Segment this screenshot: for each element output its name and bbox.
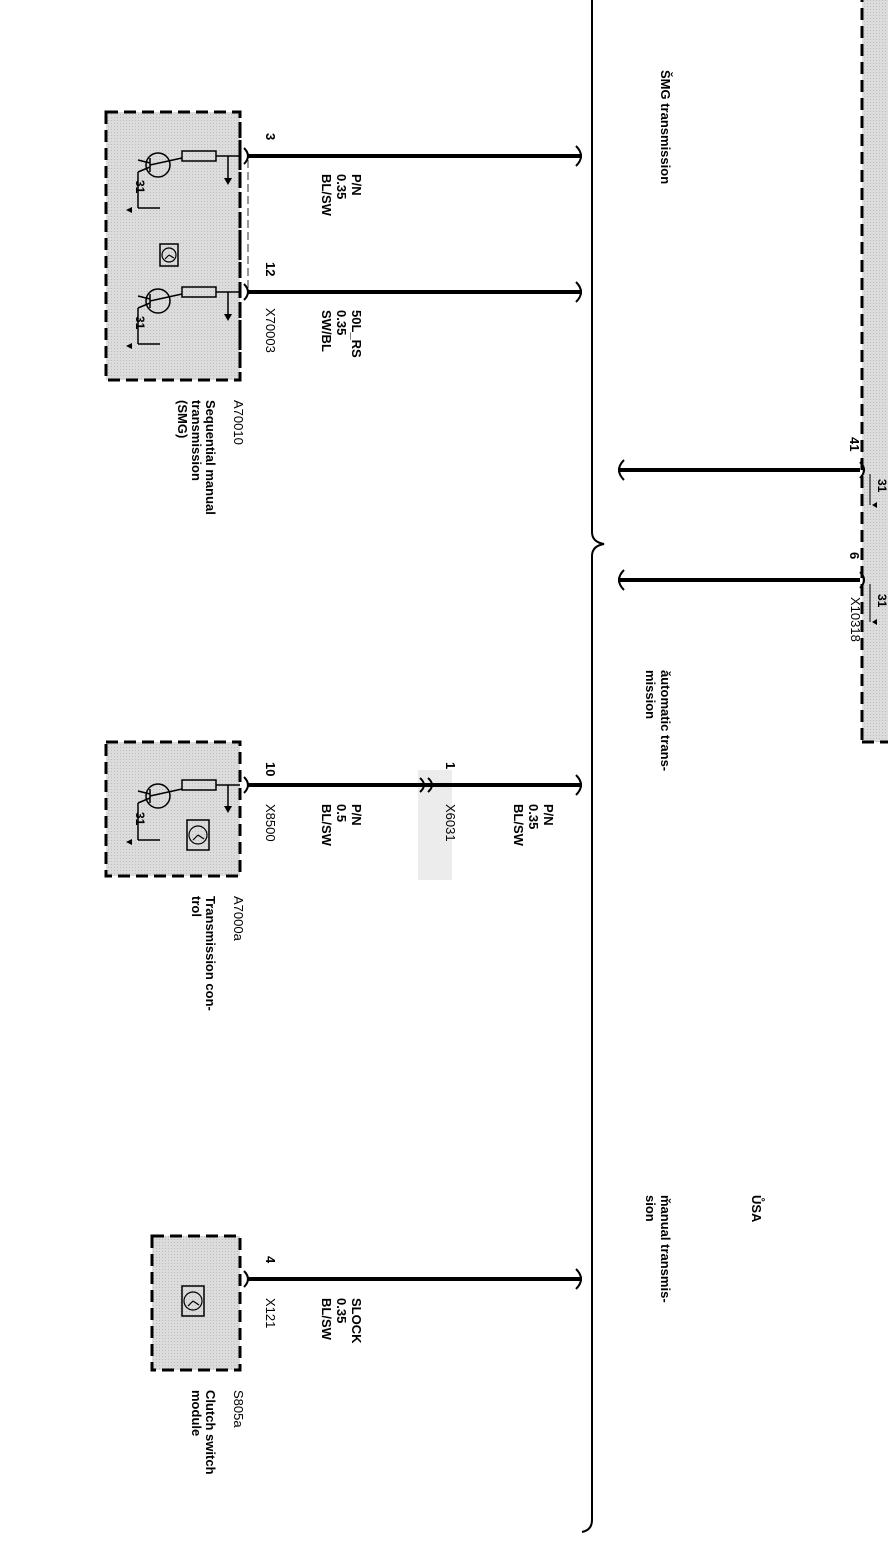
smg-transistor-2: 31 <box>126 286 240 349</box>
smg-transistor-1: 31 <box>126 150 240 213</box>
svg-text:mission: mission <box>643 670 658 719</box>
svg-text:31: 31 <box>133 812 147 826</box>
svg-text:0.35: 0.35 <box>334 1298 349 1323</box>
module-symbol-icon <box>181 1285 205 1317</box>
svg-text:31: 31 <box>875 479 888 493</box>
variant-smg-label: ŠMG transmission <box>658 70 673 184</box>
variant-bracket <box>581 0 605 1533</box>
smg-module-box <box>104 110 249 382</box>
smg-wire-pin-3: 3 P/N 0.35 BL/SW <box>243 133 582 217</box>
x10318-ground-6: 31 <box>869 584 888 625</box>
tcu-connector-label: X8500 <box>263 804 278 842</box>
module-symbol-icon <box>159 243 179 267</box>
tcu-transistor: 31 <box>126 779 240 845</box>
svg-text:0.35: 0.35 <box>334 310 349 335</box>
clutch-wire: 4 SLOCK 0.35 BL/SW <box>243 1256 582 1344</box>
tcu-module-label: A7000a Transmission con- trol <box>189 896 246 1011</box>
svg-text:m̌anual transmis-: m̌anual transmis- <box>658 1195 673 1303</box>
wire-pin-41: 41 <box>618 437 865 481</box>
svg-text:Clutch switch: Clutch switch <box>203 1390 218 1475</box>
smg-wire-pin-12: 12 50L_RS 0.35 SW/BL <box>243 262 582 358</box>
svg-text:12: 12 <box>263 262 278 276</box>
x10318-control-unit <box>860 0 888 744</box>
variant-manual-label: m̌anual transmis- sion <box>643 1195 673 1303</box>
clutch-module-label: S805a Clutch switch module <box>189 1390 246 1475</box>
variant-automatic-label: ǎutomatic trans- mission <box>643 670 673 771</box>
smg-connector-label: X70003 <box>263 308 278 353</box>
smg-module-label: A70010 Sequential manual transmission (S… <box>175 400 246 515</box>
tcu-wire: 10 P/N 0.5 BL/SW 1 X6031 P/N 0.35 BL/SW <box>243 762 582 847</box>
svg-text:P/N: P/N <box>349 804 364 826</box>
svg-text:Transmission con-: Transmission con- <box>203 896 218 1011</box>
svg-text:1: 1 <box>443 762 458 769</box>
variant-usa-label: ŮSA <box>749 1195 765 1223</box>
svg-text:SW/BL: SW/BL <box>319 310 334 352</box>
svg-text:trol: trol <box>189 896 204 917</box>
svg-text:31: 31 <box>875 594 888 608</box>
svg-text:Sequential manual: Sequential manual <box>203 400 218 515</box>
clutch-connector-label: X121 <box>263 1298 278 1328</box>
svg-text:module: module <box>189 1390 204 1436</box>
svg-text:S805a: S805a <box>231 1390 246 1428</box>
svg-text:BL/SW: BL/SW <box>511 804 526 847</box>
svg-text:transmission: transmission <box>189 400 204 481</box>
clutch-module-box <box>150 1234 242 1372</box>
svg-text:BL/SW: BL/SW <box>319 174 334 217</box>
svg-text:0.35: 0.35 <box>526 804 541 829</box>
svg-text:10: 10 <box>263 762 278 776</box>
svg-text:31: 31 <box>133 316 147 330</box>
svg-text:3: 3 <box>263 133 278 140</box>
svg-text:P/N: P/N <box>541 804 556 826</box>
svg-text:BL/SW: BL/SW <box>319 804 334 847</box>
wire-pin-6: 6 <box>618 552 865 591</box>
x6031-label: X6031 <box>443 804 458 842</box>
x10318-label: X10318 <box>848 597 863 642</box>
svg-text:SLOCK: SLOCK <box>349 1298 364 1344</box>
svg-text:A7000a: A7000a <box>231 896 246 942</box>
svg-text:50L_RS: 50L_RS <box>349 310 364 358</box>
svg-text:sion: sion <box>643 1195 658 1222</box>
svg-text:0.5: 0.5 <box>334 804 349 822</box>
svg-text:A70010: A70010 <box>231 400 246 445</box>
svg-text:4: 4 <box>263 1256 278 1264</box>
svg-text:ǎutomatic trans-: ǎutomatic trans- <box>658 670 673 771</box>
x10318-ground-41: 31 <box>869 474 888 508</box>
svg-text:31: 31 <box>133 180 147 194</box>
svg-text:0.35: 0.35 <box>334 174 349 199</box>
svg-text:(SMG): (SMG) <box>175 400 190 438</box>
svg-text:P/N: P/N <box>349 174 364 196</box>
svg-text:41: 41 <box>847 437 862 451</box>
svg-text:6: 6 <box>847 552 862 559</box>
svg-text:BL/SW: BL/SW <box>319 1298 334 1341</box>
module-symbol-icon <box>186 819 210 851</box>
tcu-module-box <box>104 740 242 878</box>
